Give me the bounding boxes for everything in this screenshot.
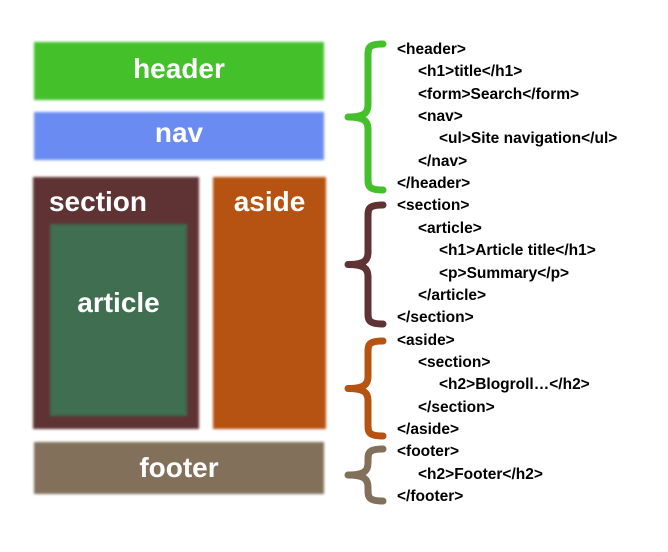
aside-brace	[344, 337, 387, 440]
code-line: </article>	[418, 286, 487, 304]
footer-block-label: footer	[139, 452, 219, 483]
header-block-label: header	[133, 53, 225, 84]
nav-block-label: nav	[154, 117, 204, 148]
code-line: </section>	[418, 398, 495, 416]
code-line: </header>	[397, 175, 471, 193]
footer-brace	[344, 445, 387, 505]
code-line: <section>	[397, 197, 470, 215]
code-line: <h2>Footer</h2>	[418, 465, 543, 483]
section-block-label: section	[48, 186, 148, 217]
code-line: <section>	[418, 353, 491, 371]
code-line: </footer>	[397, 488, 464, 505]
aside-block-label: aside	[233, 186, 306, 217]
footer-block	[34, 442, 324, 494]
code-line: <form>Search</form>	[418, 85, 580, 103]
code-line: <aside>	[397, 331, 455, 349]
code-line: <h2>Blogroll…</h2>	[439, 376, 590, 394]
article-block	[50, 224, 187, 416]
header-brace	[344, 40, 387, 194]
code-line: <header>	[397, 41, 466, 58]
code-line: <nav>	[418, 108, 463, 126]
code-line: <p>Summary</p>	[439, 264, 570, 282]
code-line: </nav>	[418, 152, 468, 170]
nav-block	[34, 112, 324, 160]
section-brace	[344, 201, 387, 328]
code-line: </section>	[397, 309, 474, 327]
code-line: <h1>Article title</h1>	[439, 242, 596, 260]
article-block-label: article	[77, 287, 160, 318]
code-line: <footer>	[397, 443, 460, 461]
header-block	[34, 42, 324, 100]
aside-block	[213, 177, 326, 429]
code-line: </aside>	[397, 420, 460, 438]
code-line: <h1>title</h1>	[418, 63, 523, 81]
code-line: <ul>Site navigation</ul>	[439, 130, 618, 148]
code-line: <article>	[418, 219, 482, 237]
